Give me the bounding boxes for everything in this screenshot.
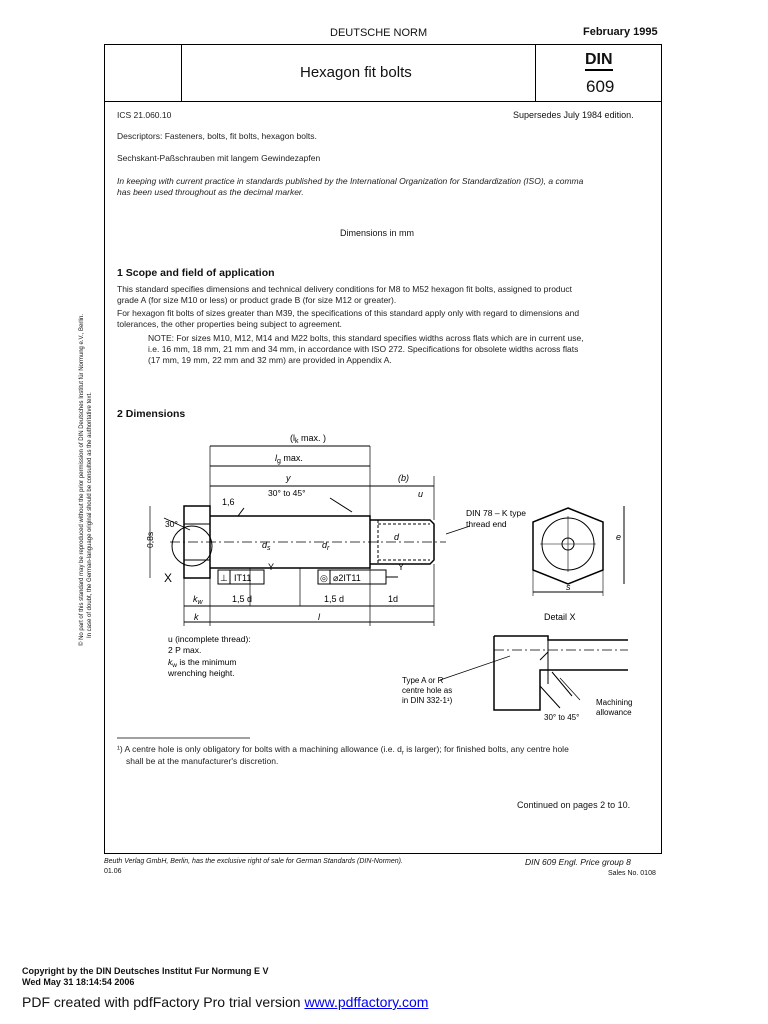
din-logo: DIN [585, 52, 613, 71]
footer-code: 01.06 [104, 868, 122, 875]
detail-x-title: Detail X [544, 612, 576, 622]
dim-ds: ds [262, 540, 271, 552]
u-note-2: 2 P max. [168, 645, 201, 655]
ics-code: ICS 21.060.10 [117, 110, 172, 120]
footer-ref: DIN 609 Engl. Price group 8 [525, 857, 631, 867]
din-number: 609 [586, 77, 615, 96]
kw-note-1: kw is the minimum [168, 657, 236, 669]
section1-p1-l1: This standard specifies dimensions and t… [117, 284, 572, 294]
dim-angle: 30° to 45° [268, 488, 306, 498]
machining-label-1: Machining [596, 698, 632, 707]
type-a-label-1: Type A or R [402, 676, 444, 685]
dim-y: y [285, 473, 291, 483]
pdf-factory-link[interactable]: www.pdffactory.com [304, 994, 429, 1010]
header-norm: DEUTSCHE NORM [330, 27, 428, 39]
tol1-symbol: ⊥ [220, 573, 228, 583]
section1-p1-l2: grade A (for size M10 or less) or produc… [117, 295, 397, 305]
copyright-line2: Wed May 31 18:14:54 2006 [22, 977, 135, 987]
header-divider-left [181, 45, 182, 101]
tol2-value: ⌀2IT11 [333, 573, 361, 583]
footer-beuth: Beuth Verlag GmbH, Berlin, has the exclu… [104, 858, 403, 865]
dim-1d: 1d [388, 594, 398, 604]
header-divider-right [535, 45, 536, 101]
footnote-line2: shall be at the manufacturer's discretio… [126, 756, 279, 766]
footer-sales: Sales No. 0108 [608, 870, 656, 877]
supersedes: Supersedes July 1984 edition. [513, 110, 634, 120]
section1-note-l3: (17 mm, 19 mm, 22 mm and 32 mm) are prov… [148, 355, 392, 365]
dim-lk-max: (lk max. ) [290, 433, 326, 445]
document-frame [104, 44, 662, 854]
din78-label-1: DIN 78 – K type [466, 508, 526, 518]
pdf-factory-prefix: PDF created with pdfFactory Pro trial ve… [22, 994, 305, 1010]
dim-radius: 1,6 [222, 497, 235, 507]
din78-label-2: thread end [466, 519, 507, 529]
detail-angle: 30° to 45° [544, 713, 579, 722]
dimensions-label: Dimensions in mm [340, 228, 415, 238]
bolt-thread [370, 519, 435, 565]
iso-note-line1: In keeping with current practice in stan… [117, 176, 584, 186]
side-notice-line1: © No part of this standard may be reprod… [79, 313, 85, 646]
dim-lg-max: lg max. [275, 453, 303, 465]
kw-note-2: wrenching height. [167, 668, 235, 678]
tolerance-frame-1 [217, 569, 265, 585]
tol1-value: IT11 [234, 573, 251, 583]
dim-15d-a: 1,5 d [232, 594, 252, 604]
continued-note: Continued on pages 2 to 10. [517, 800, 631, 810]
descriptors: Descriptors: Fasteners, bolts, fit bolts… [117, 131, 317, 141]
footnote-line1: ¹) A centre hole is only obligatory for … [117, 744, 569, 757]
copyright-line1: Copyright by the DIN Deutsches Institut … [22, 966, 269, 976]
page-title: Hexagon fit bolts [300, 64, 412, 81]
u-note-1: u (incomplete thread): [168, 634, 251, 644]
dim-dr: dr [322, 540, 330, 552]
detail-x-view [493, 636, 628, 711]
dim-kw: kw [193, 594, 204, 606]
section1-note-l2: i.e. 16 mm, 18 mm, 21 mm and 34 mm, in a… [148, 344, 579, 354]
dim-u: u [418, 489, 423, 499]
dim-15d-b: 1,5 d [324, 594, 344, 604]
type-a-label-2: centre hole as [402, 686, 452, 695]
dim-k: k [194, 612, 199, 622]
dim-08s: 0,8s [145, 532, 155, 548]
dim-angle30: 30° [165, 519, 178, 529]
section2-heading: 2 Dimensions [117, 408, 186, 420]
side-notice-line2: In case of doubt, the German-language or… [87, 392, 93, 638]
dim-l: l [318, 612, 321, 622]
iso-note-line2: has been used throughout as the decimal … [117, 187, 304, 197]
header-date: February 1995 [583, 26, 658, 38]
tol1-ref: Y [268, 562, 274, 572]
section1-p2-l1: For hexagon fit bolts of sizes greater t… [117, 308, 580, 318]
side-notice: © No part of this standard may be reprod… [78, 246, 94, 646]
german-title: Sechskant-Paßschrauben mit langem Gewind… [117, 153, 321, 163]
header-rule [105, 101, 661, 102]
dim-d: d [394, 532, 400, 542]
detail-x-circle [171, 525, 213, 567]
pdf-factory-line: PDF created with pdfFactory Pro trial ve… [22, 994, 428, 1010]
hexagon-end-view [532, 507, 604, 585]
tol2-symbol: ◎ [320, 573, 328, 583]
dim-b: (b) [398, 473, 409, 483]
type-a-label-3: in DIN 332-1¹) [402, 696, 453, 705]
machining-label-2: allowance [596, 708, 632, 717]
section1-p2-l2: tolerances, the other properties being s… [117, 319, 342, 329]
section1-heading: 1 Scope and field of application [117, 267, 275, 279]
dim-e: e [616, 532, 621, 542]
detail-x-label: X [164, 571, 172, 585]
tol2-ref: Y [398, 562, 404, 572]
section1-note-l1: NOTE: For sizes M10, M12, M14 and M22 bo… [148, 333, 584, 343]
dim-s: s [566, 582, 571, 592]
